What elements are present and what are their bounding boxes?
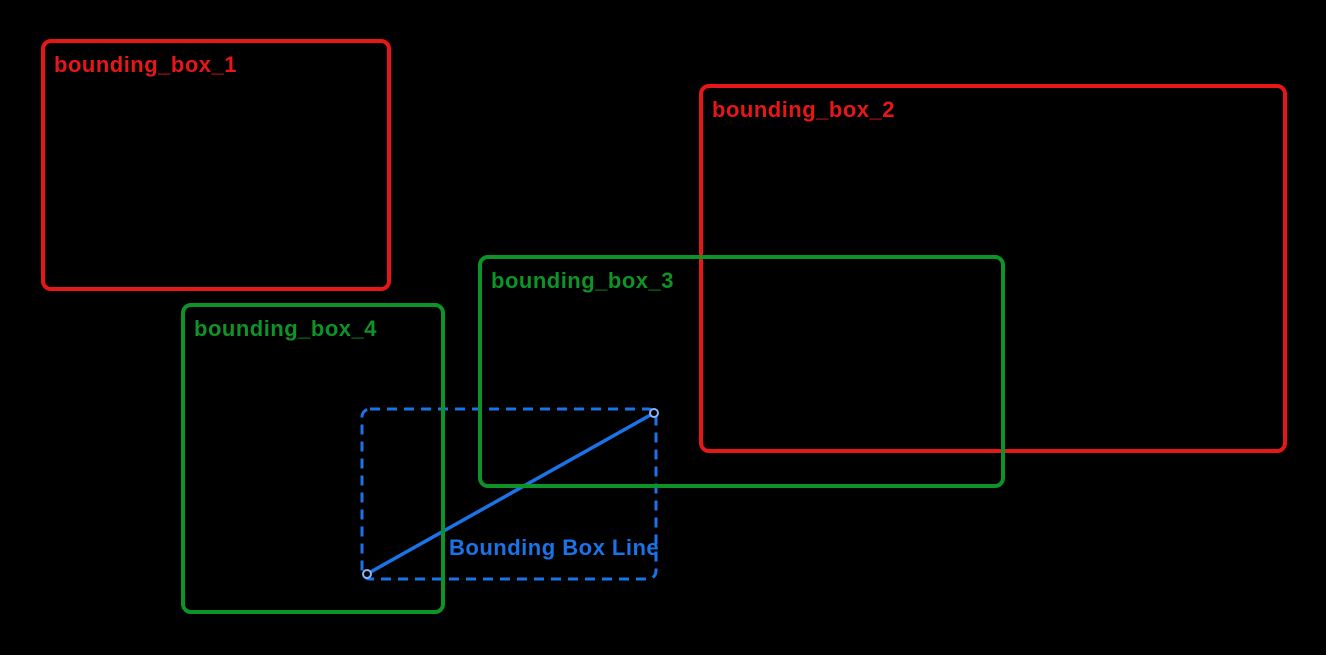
bounding-box-3-label: bounding_box_3 [491, 268, 674, 293]
bounding-box-3: bounding_box_3 [478, 255, 1005, 488]
bounding-box-1: bounding_box_1 [41, 39, 391, 291]
bounding-box-line-label: Bounding Box Line [449, 535, 660, 560]
bounding-box-4: bounding_box_4 [181, 303, 445, 614]
bounding-box-2: bounding_box_2 [699, 84, 1287, 453]
bounding-box-4-label: bounding_box_4 [194, 316, 377, 341]
bounding-box-1-label: bounding_box_1 [54, 52, 237, 77]
bounding-box-2-label: bounding_box_2 [712, 97, 895, 122]
